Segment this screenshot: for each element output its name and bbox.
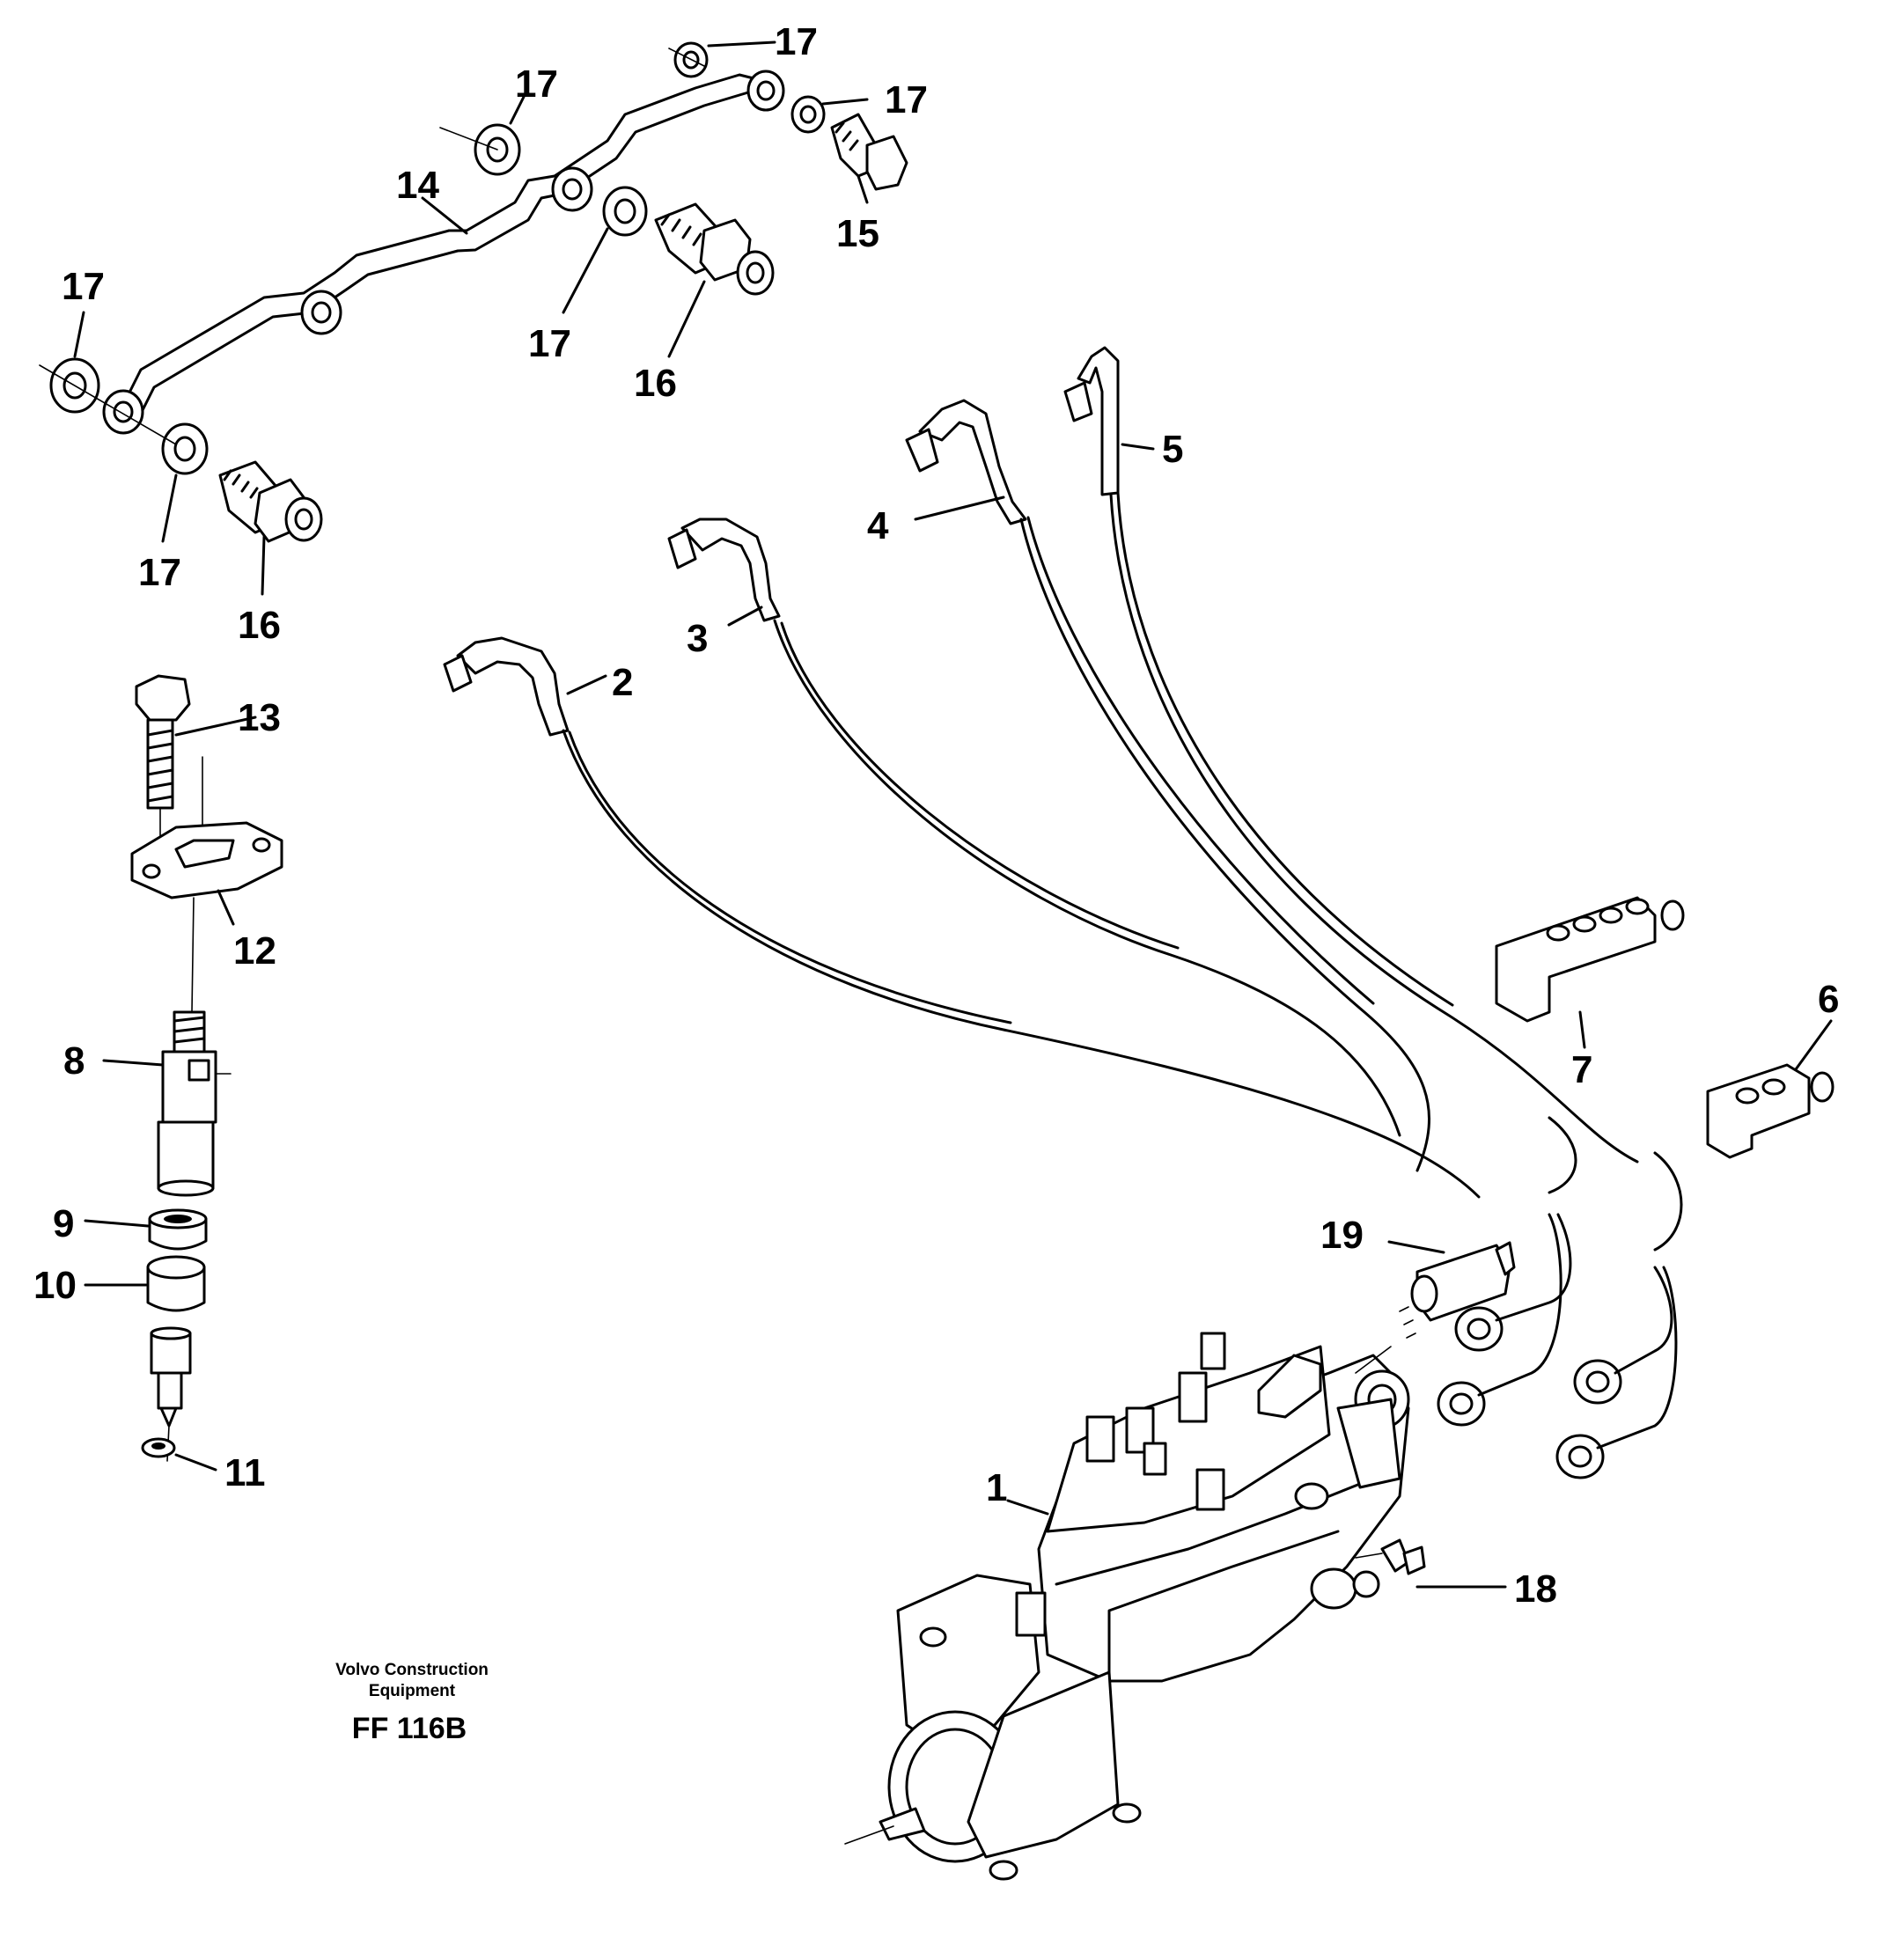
leader-lines: [73, 40, 1833, 1589]
injector-sleeve: [146, 1255, 206, 1312]
injector-nozzle: [150, 1326, 192, 1428]
callout-5: 5: [1162, 428, 1183, 471]
callout-14: 14: [396, 164, 439, 207]
callout-4: 4: [867, 504, 889, 547]
stop-solenoid: [1355, 1538, 1426, 1575]
pump-fitting: [1200, 1332, 1226, 1370]
pump-fitting: [1015, 1591, 1047, 1637]
callout-17: 17: [775, 20, 818, 63]
pipe-clamp-small: [1706, 1063, 1835, 1159]
delivery-pipe-4: [905, 399, 1430, 1172]
callout-19: 19: [1320, 1214, 1364, 1257]
injector-clamp: [130, 821, 283, 899]
injection-pump: [844, 1213, 1678, 1881]
callout-16-lower: 16: [238, 604, 281, 647]
callout-1: 1: [986, 1466, 1007, 1509]
callout-11: 11: [224, 1451, 266, 1494]
callout-9: 9: [53, 1202, 74, 1245]
pump-fitting: [1195, 1468, 1225, 1511]
pump-fitting: [1085, 1415, 1115, 1463]
callout-7: 7: [1571, 1048, 1592, 1091]
injector-seal-ring: [148, 1208, 208, 1251]
leak-off-pipe: [126, 73, 759, 398]
callout-8: 8: [63, 1039, 85, 1083]
figure-code: FF 116B: [352, 1712, 467, 1745]
clamp-bolt: [135, 674, 191, 810]
delivery-pipe-2: [443, 636, 1481, 1199]
injector-assembly: [130, 674, 283, 1462]
callout-2: 2: [612, 661, 633, 704]
delivery-pipe-3: [667, 518, 1401, 1137]
banjo-bolt: [654, 202, 775, 296]
callout-17: 17: [138, 551, 181, 594]
delivery-pipe-5: [1063, 346, 1639, 1164]
bleed-screw: [830, 113, 908, 191]
callout-13: 13: [238, 696, 281, 739]
pump-fitting: [1178, 1371, 1208, 1423]
callout-18: 18: [1514, 1567, 1557, 1611]
callout-15: 15: [836, 212, 879, 255]
callout-labels: 1 2 3 4 5 6 7 8 9 10 11 12 13 14 15 16 1…: [33, 20, 1839, 1611]
company-name-line2: Equipment: [369, 1682, 456, 1700]
callout-3: 3: [687, 617, 708, 660]
callout-16-upper: 16: [634, 362, 677, 405]
callout-17: 17: [885, 78, 928, 121]
banjo-bolt: [218, 460, 323, 543]
fuel-shutoff-valve: [1355, 1241, 1516, 1374]
company-name-line1: Volvo Construction: [335, 1661, 489, 1679]
callout-12: 12: [233, 929, 276, 973]
pipe-clamp-large: [1495, 896, 1685, 1023]
callout-10: 10: [33, 1264, 77, 1307]
callout-17: 17: [528, 322, 571, 365]
injector: [157, 1010, 217, 1197]
callout-6: 6: [1818, 978, 1839, 1021]
nozzle-washer: [141, 1437, 176, 1458]
diagram-footer: Volvo Construction Equipment FF 116B: [335, 1661, 489, 1745]
leak-off-line-assembly: [39, 41, 908, 543]
callout-17: 17: [62, 265, 105, 308]
delivery-pipes: [443, 346, 1683, 1252]
callout-17: 17: [515, 62, 558, 106]
